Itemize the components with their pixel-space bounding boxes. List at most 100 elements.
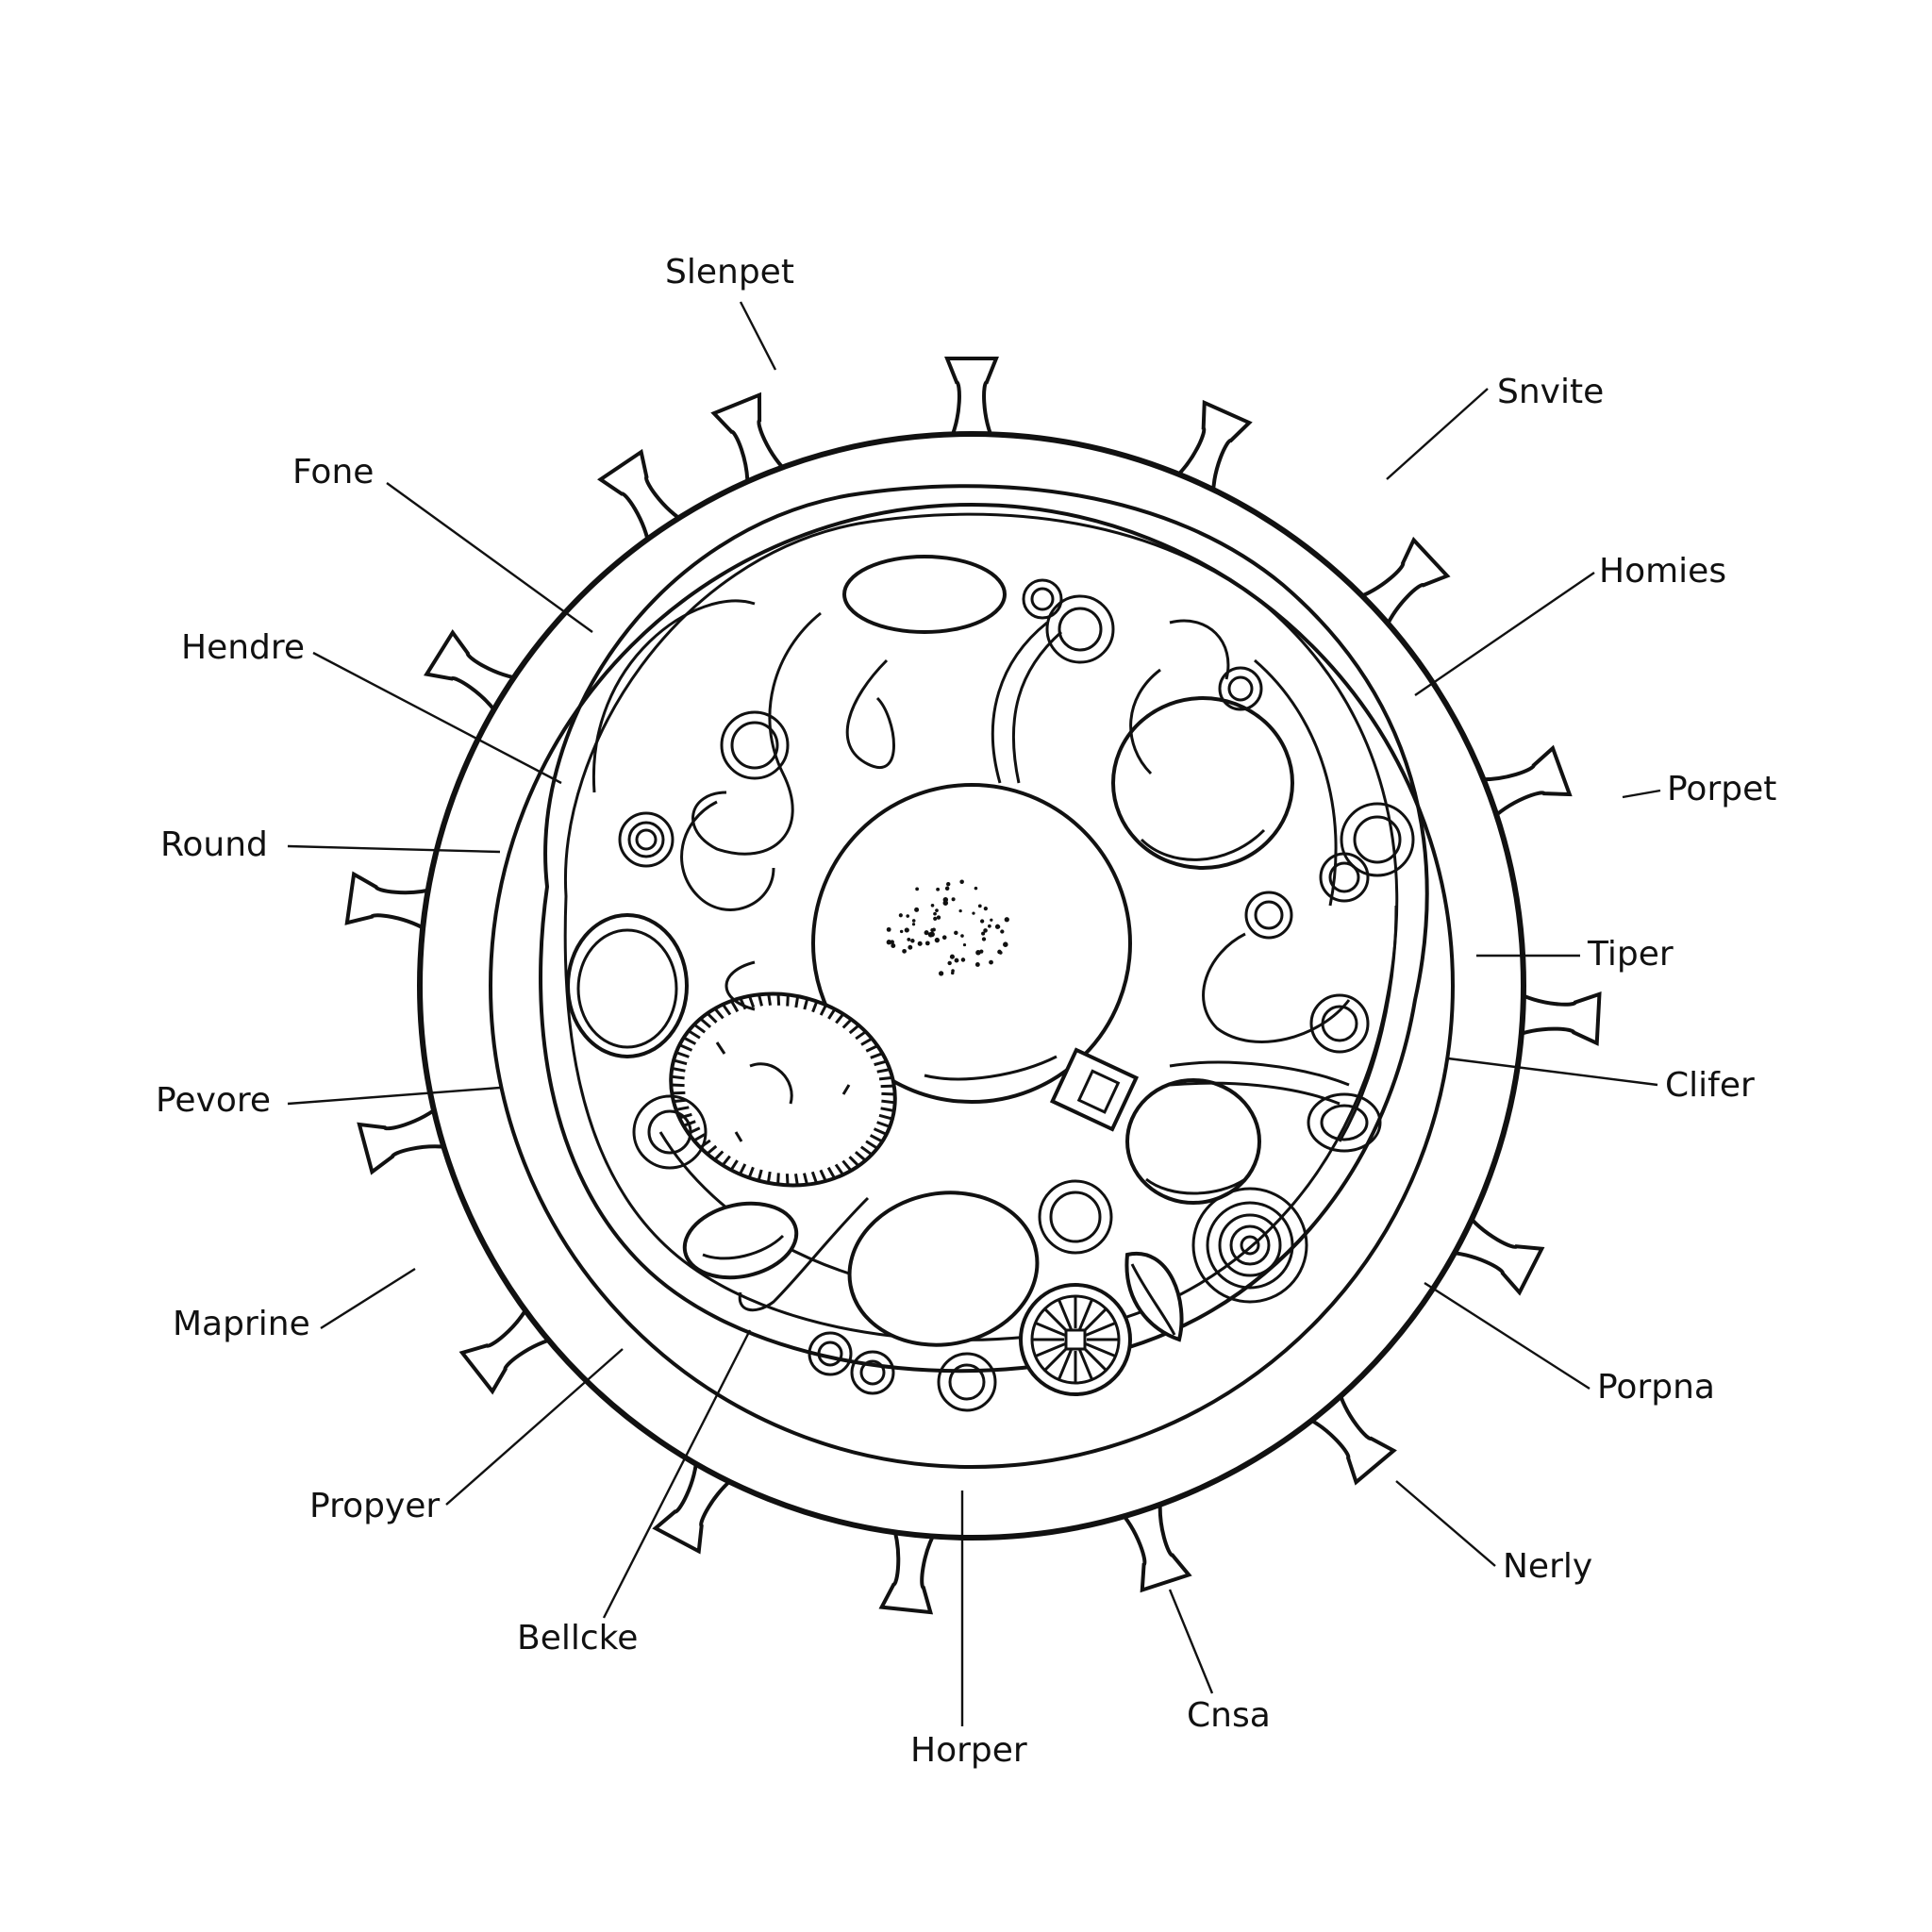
surface-spike — [1170, 399, 1253, 500]
nucleolus-dot — [977, 904, 982, 908]
cell-membrane — [539, 484, 1429, 1374]
surface-spike — [1473, 744, 1573, 824]
granule-spike — [848, 1156, 860, 1167]
tubules — [680, 611, 1398, 1312]
nucleolus-dot — [930, 903, 935, 908]
vacuole-upper-left — [842, 555, 1007, 634]
label-slenpet: Slenpet — [665, 253, 794, 291]
granule-spike — [874, 1059, 888, 1067]
leader-line-porpet — [1622, 789, 1661, 799]
nucleolus-dot — [941, 935, 947, 941]
nucleolus-dot — [944, 886, 950, 891]
nucleolus-dot — [990, 918, 993, 922]
vacuole-bottom-left — [682, 1201, 799, 1280]
wheel-spoke — [1058, 1298, 1073, 1330]
granule-spike — [878, 1113, 893, 1121]
wheel-spoke — [1034, 1342, 1066, 1357]
granule-spike — [722, 1003, 732, 1016]
wheel-spoke — [1078, 1298, 1093, 1330]
nucleolus-dot — [983, 928, 988, 933]
granule-spike — [671, 1074, 685, 1080]
nucleolus-dot — [906, 914, 910, 918]
nucleolus-dot — [898, 913, 903, 918]
nucleolus-dot — [947, 960, 952, 966]
leader-line-porpna — [1424, 1281, 1591, 1391]
nucleolus-dot — [911, 923, 916, 926]
nucleolus-dot — [974, 886, 978, 891]
granule-spike — [881, 1099, 895, 1105]
granule-spike — [776, 993, 781, 1006]
granule-spike — [713, 1008, 724, 1020]
vacuole-bottom-left-arc — [702, 1234, 785, 1260]
wheel-spoke — [1078, 1349, 1093, 1381]
nucleolus-dot — [914, 907, 920, 912]
connector-box — [1049, 1047, 1140, 1132]
vacuole-left-inner — [576, 928, 678, 1049]
vacuole-right-mid — [1125, 1078, 1261, 1205]
nucleolus-dot — [936, 887, 941, 891]
leader-line-slenpet — [739, 301, 777, 371]
label-propyer: Propyer — [309, 1487, 440, 1525]
granule-spike — [848, 1024, 860, 1035]
leader-line-fone — [386, 482, 593, 633]
nucleolus-dot — [998, 951, 1003, 955]
label-homies: Homies — [1599, 552, 1726, 591]
granule-spike — [803, 998, 809, 1010]
granule-spike — [869, 1134, 883, 1143]
label-hendre: Hendre — [181, 628, 305, 667]
granule-spike — [758, 993, 763, 1007]
label-cnsa: Cnsa — [1187, 1696, 1271, 1735]
granule-spike — [835, 1012, 845, 1024]
leader-line-nerly — [1395, 1480, 1496, 1567]
nucleolus-dot — [935, 908, 939, 912]
nucleolus-dot — [996, 924, 1001, 929]
nucleolus-dot — [981, 931, 986, 936]
granule-spike — [747, 1166, 755, 1179]
nucleolus-dot — [924, 930, 929, 936]
granule-spike — [811, 1000, 819, 1013]
wheel-organelle — [1019, 1283, 1132, 1396]
surface-spike — [652, 1454, 739, 1555]
leader-line-homies — [1414, 572, 1595, 696]
leaf-organelle — [1124, 1251, 1184, 1342]
nucleolus-dot — [886, 940, 891, 945]
granule-spike — [729, 1159, 739, 1172]
vacuole-bottom-large — [847, 1191, 1040, 1347]
leader-line-snvite — [1386, 388, 1489, 480]
nucleolus-dot — [981, 937, 987, 941]
cytoplasm-boundary — [563, 512, 1399, 1341]
surface-spike — [710, 391, 791, 491]
nucleolus-dot — [960, 958, 966, 962]
wheel-spoke — [1043, 1307, 1069, 1333]
nucleolus-dot — [959, 879, 964, 885]
wheel-spoke — [1082, 1346, 1108, 1372]
granule-spike — [870, 1052, 883, 1059]
granule-spike — [683, 1036, 697, 1045]
granule-spike — [785, 1174, 790, 1186]
surface-spike — [1444, 1210, 1545, 1296]
leader-line-propyer — [445, 1348, 624, 1506]
nucleolus-dot — [1000, 929, 1005, 934]
label-porpet: Porpet — [1667, 770, 1776, 808]
wheel-spoke — [1085, 1322, 1117, 1337]
surface-spike — [878, 1522, 940, 1615]
leader-line-pevore — [287, 1086, 501, 1106]
nucleolus-dot — [983, 907, 988, 911]
granule-spike — [786, 994, 790, 1007]
granule-spike — [675, 1051, 690, 1058]
granule-spike — [673, 1058, 688, 1066]
granule-spike — [794, 995, 800, 1008]
granule-spike — [757, 1169, 763, 1181]
nucleolus-dot — [899, 929, 904, 934]
nucleolus-dot — [891, 943, 896, 948]
spiral-organelle — [1191, 1187, 1308, 1304]
nucleolus-dot — [946, 882, 951, 887]
nucleolus-dot — [924, 941, 930, 946]
wheel-spoke — [1043, 1346, 1069, 1372]
granule-spike — [865, 1044, 878, 1053]
nucleolus-dot — [958, 908, 962, 913]
vacuole-left — [566, 913, 689, 1058]
granule-spike — [692, 1133, 706, 1142]
nucleolus-dot — [951, 897, 956, 902]
